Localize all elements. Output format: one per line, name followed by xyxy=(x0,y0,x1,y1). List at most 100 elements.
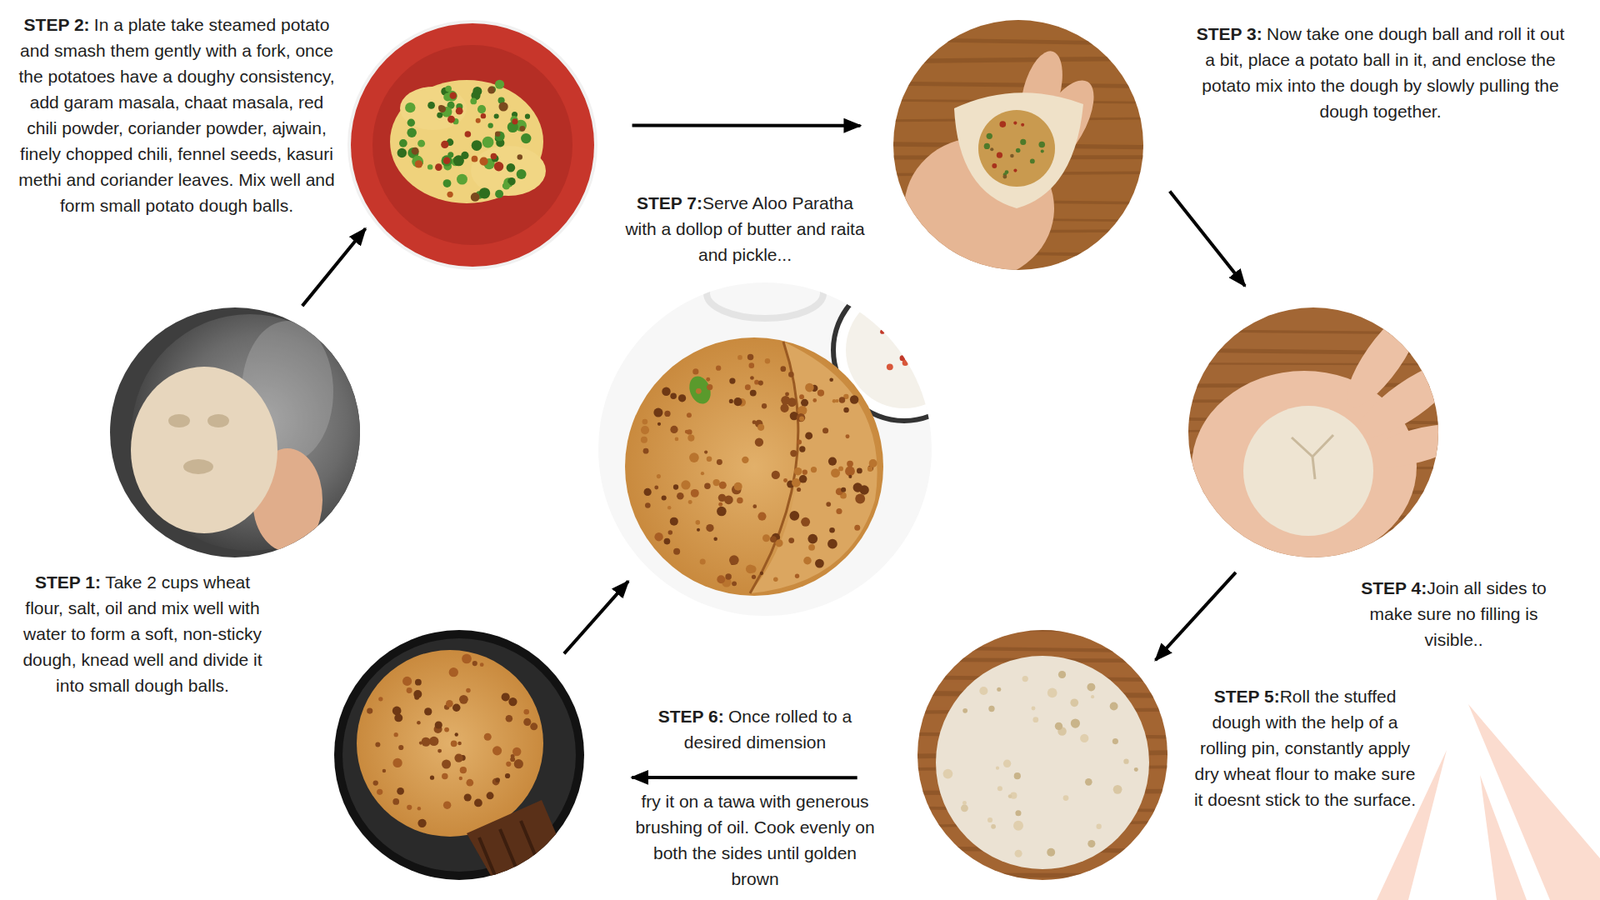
tawa-photo xyxy=(523,709,530,715)
rolled-dough-photo xyxy=(960,804,969,812)
paratha-photo xyxy=(910,335,914,340)
paratha-photo xyxy=(803,556,812,565)
flow-arrow xyxy=(302,228,366,306)
stuffing-photo xyxy=(978,110,1055,187)
paratha-photo xyxy=(752,504,757,509)
paratha-photo xyxy=(799,475,808,484)
paratha-photo xyxy=(685,373,715,407)
tawa-photo xyxy=(435,720,443,729)
dough-photo xyxy=(183,459,214,475)
paratha-photo xyxy=(802,470,808,475)
paratha-photo xyxy=(644,488,652,496)
potato-photo xyxy=(495,80,505,90)
step-description: In a plate take steamed potato and smash… xyxy=(18,15,335,215)
paratha-photo xyxy=(654,485,659,490)
tawa-photo xyxy=(394,713,403,722)
paratha-photo xyxy=(737,355,743,360)
flow-arrow xyxy=(632,123,861,127)
paratha-photo xyxy=(760,571,764,575)
paratha-photo xyxy=(848,475,852,479)
stuffing-photo xyxy=(954,92,1084,209)
potato-photo xyxy=(482,136,495,149)
paratha-photo xyxy=(923,337,928,342)
potato-photo xyxy=(506,163,516,173)
paratha-photo xyxy=(833,279,975,421)
tawa-photo xyxy=(465,688,471,694)
rolled-dough-photo xyxy=(1015,850,1023,858)
stuffing-photo xyxy=(1040,149,1045,153)
paratha-photo xyxy=(690,489,700,498)
tawa-photo xyxy=(457,741,462,746)
rolled-dough-photo xyxy=(962,800,967,805)
rolled-dough-photo xyxy=(1134,767,1139,772)
rolled-dough-photo xyxy=(995,766,1000,770)
paratha-photo xyxy=(695,388,702,395)
potato-photo xyxy=(441,155,453,166)
paratha-photo xyxy=(750,390,757,397)
paratha-photo xyxy=(687,434,695,441)
rolled-dough-photo xyxy=(915,628,1170,883)
tawa-photo xyxy=(392,798,400,805)
rolled-dough-photo xyxy=(1013,820,1024,831)
stuffing-photo xyxy=(891,58,1146,61)
rolled-dough-photo xyxy=(943,769,954,780)
paratha-photo xyxy=(640,436,648,444)
tawa-photo xyxy=(373,780,379,785)
potato-photo xyxy=(516,169,527,180)
tawa-photo xyxy=(472,660,478,666)
paratha-photo xyxy=(643,448,650,455)
rolled-dough-photo xyxy=(1080,734,1089,743)
paratha-photo xyxy=(790,450,797,457)
paratha-photo xyxy=(765,358,770,364)
stuffing-photo xyxy=(1038,141,1045,149)
dough-photo xyxy=(131,314,369,551)
paratha-photo xyxy=(828,457,837,466)
paratha-photo xyxy=(661,495,667,500)
paratha-photo xyxy=(712,479,720,486)
paratha-photo xyxy=(920,341,926,347)
paratha-photo xyxy=(664,410,670,417)
tawa-photo xyxy=(417,806,421,810)
paratha-photo xyxy=(664,538,671,545)
potato-photo xyxy=(445,85,452,93)
potato-photo xyxy=(495,190,504,199)
tawa-photo xyxy=(332,628,587,892)
stuffing-photo xyxy=(999,120,1006,128)
paratha-photo xyxy=(757,424,765,431)
paratha-photo xyxy=(829,527,835,534)
stuffing-photo xyxy=(1030,158,1035,164)
tawa-photo xyxy=(441,759,451,769)
paratha-photo xyxy=(667,505,672,510)
stuffing-photo xyxy=(1002,175,1007,180)
stuffing-photo xyxy=(996,152,1003,159)
tawa-photo xyxy=(443,800,451,809)
paratha-photo xyxy=(706,268,824,319)
paratha-photo xyxy=(640,425,650,435)
potato-photo xyxy=(446,191,453,198)
potato-photo xyxy=(490,153,498,160)
paratha-photo xyxy=(773,576,779,582)
potato-photo xyxy=(438,105,444,110)
paratha-photo xyxy=(825,501,831,507)
paratha-photo xyxy=(835,508,842,515)
tawa-photo xyxy=(508,697,517,706)
paratha-photo xyxy=(830,468,840,478)
dough-ball-photo xyxy=(1186,362,1441,365)
paratha-photo xyxy=(642,419,649,425)
paratha-photo xyxy=(796,487,801,492)
paratha-photo xyxy=(839,396,845,403)
tawa-photo xyxy=(430,775,435,780)
paratha-photo xyxy=(734,482,743,491)
potato-photo xyxy=(417,140,425,148)
paratha-photo xyxy=(845,466,855,477)
paratha-photo xyxy=(729,377,735,384)
rolled-dough-photo xyxy=(1112,738,1119,745)
paratha-photo xyxy=(670,517,679,526)
paratha-photo xyxy=(729,399,734,404)
potato-photo xyxy=(440,140,449,149)
flow-arrow xyxy=(1170,191,1245,287)
potato-photo xyxy=(447,115,455,124)
rolled-dough-photo xyxy=(1008,794,1013,799)
rolled-dough-photo xyxy=(915,872,1170,878)
flow-arrow xyxy=(1155,572,1236,660)
